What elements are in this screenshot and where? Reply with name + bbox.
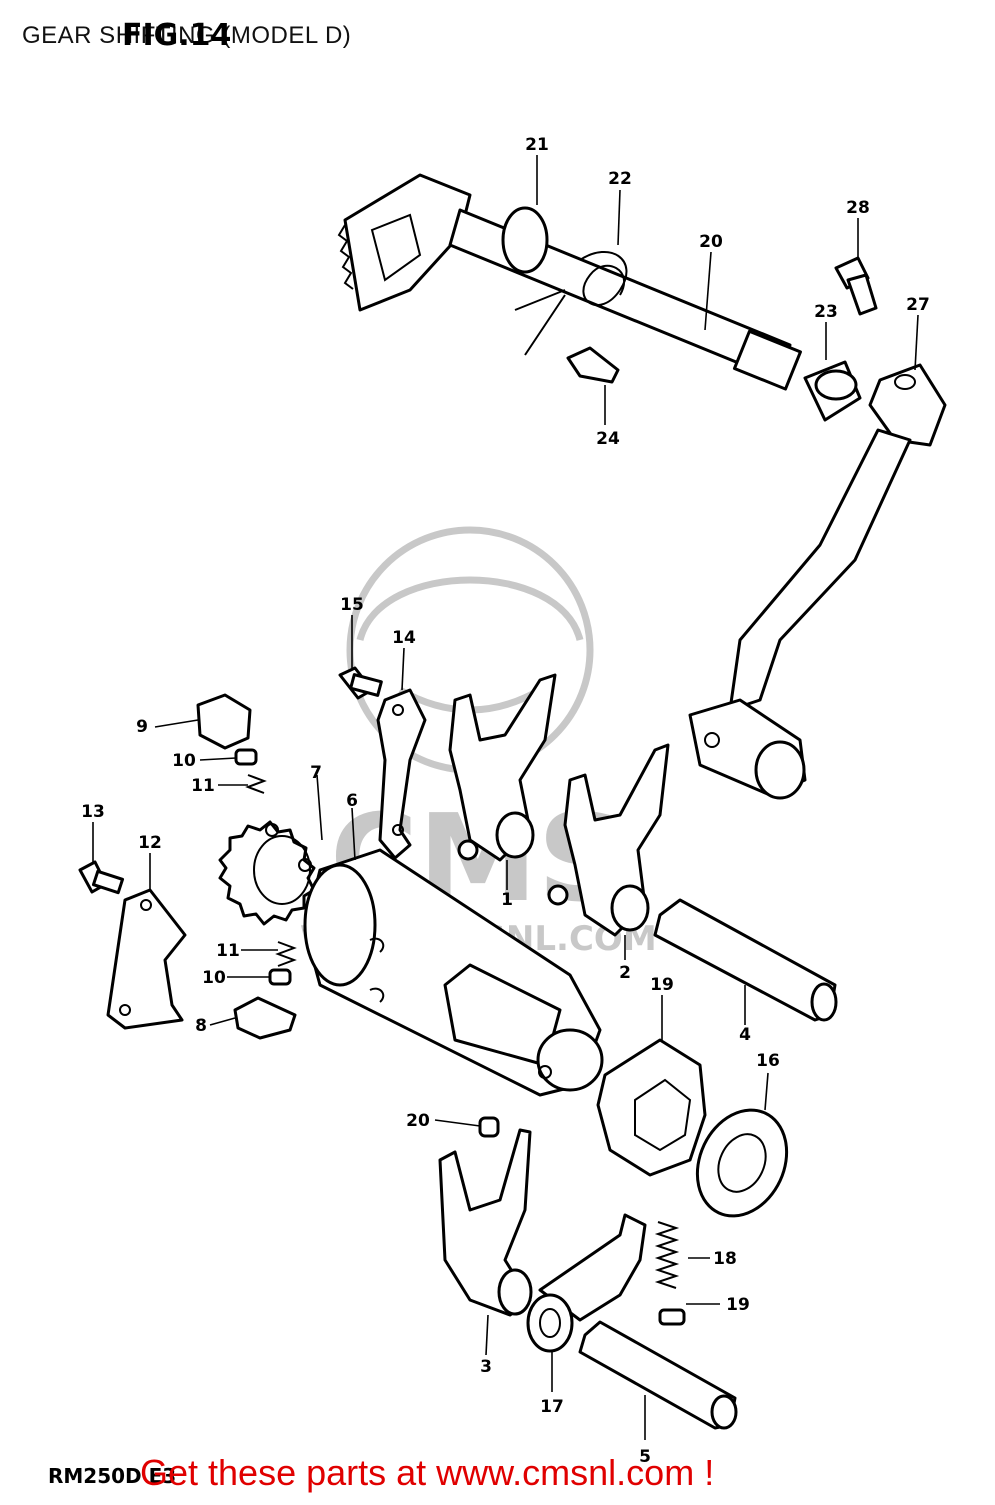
part-15-bolt (338, 666, 383, 700)
callout-labels: 21 22 20 28 23 27 24 15 14 9 10 11 7 6 1… (81, 135, 930, 1467)
callout-15: 15 (340, 595, 364, 615)
part-20-cam-driven-gear (596, 1038, 707, 1177)
callout-3: 3 (480, 1357, 492, 1377)
part-3-shift-fork (438, 1128, 533, 1317)
part-9-cam-guide (196, 693, 252, 750)
part-14-stopper-plate (376, 688, 427, 860)
callout-23: 21 (525, 135, 549, 155)
part-19-screw (658, 1308, 686, 1326)
callout-21: 20 (406, 1111, 430, 1131)
callout-26: 24 (596, 429, 620, 449)
part-26-bolt (566, 346, 620, 384)
callout-27: 27 (906, 295, 930, 315)
part-27-gear-shift-lever (688, 363, 947, 800)
callout-9: 9 (136, 717, 148, 737)
part-16-bearing (695, 1108, 789, 1218)
callout-8: 8 (195, 1016, 207, 1036)
part-2-shift-fork (547, 743, 670, 937)
callout-10-upper: 10 (172, 751, 196, 771)
callout-5: 5 (639, 1447, 651, 1467)
part-5-fork-shaft (578, 1320, 738, 1430)
callout-22: 20 (699, 232, 723, 252)
callout-10-lower: 10 (202, 968, 226, 988)
callout-16: 16 (756, 1051, 780, 1071)
callout-14: 14 (392, 628, 416, 648)
callout-12: 12 (138, 833, 162, 853)
part-18-spring (654, 1221, 680, 1289)
callout-18: 18 (713, 1249, 737, 1269)
part-12-guide-plate (106, 888, 187, 1030)
part-11-lower-spring (275, 941, 297, 967)
callout-24: 22 (608, 169, 632, 189)
callout-7: 7 (310, 763, 322, 783)
callout-25: 23 (814, 302, 838, 322)
part-25-bush (803, 360, 862, 422)
part-28-bolt (834, 256, 878, 316)
callout-17: 17 (540, 1397, 564, 1417)
callout-4: 4 (739, 1025, 751, 1045)
part-17-gearshift-arm (526, 1213, 647, 1353)
part-6-gear-shift-cam (303, 848, 604, 1097)
callout-11-lower: 11 (216, 941, 240, 961)
callout-2: 2 (619, 963, 631, 983)
callout-19: 19 (726, 1295, 750, 1315)
part-13-bolt (78, 860, 125, 895)
figure-number: FIG.14 (122, 18, 232, 53)
callout-leader-lines (92, 155, 919, 1440)
part-8-cam-stopper (233, 996, 297, 1040)
callout-11-upper: 11 (191, 776, 215, 796)
callout-20: 19 (650, 975, 674, 995)
callout-13: 13 (81, 802, 105, 822)
buy-parts-link[interactable]: Get these parts at www.cmsnl.com ! (140, 1452, 715, 1493)
part-4-fork-shaft (653, 898, 838, 1022)
model-code-label: RM250D E3 (48, 1464, 177, 1488)
callout-1: 1 (501, 890, 513, 910)
part-21-pin (478, 1116, 500, 1138)
part-10-lower-pin (268, 968, 292, 986)
part-10-upper-pin (234, 748, 258, 766)
part-11-upper-spring (245, 774, 267, 794)
part-1-shift-fork (448, 673, 557, 862)
gear-shift-shaft-assembly (337, 173, 802, 391)
callout-6: 6 (346, 791, 358, 811)
page-title: GEAR SHIFTING (MODEL D) (22, 22, 352, 49)
callout-28: 28 (846, 198, 870, 218)
part-7-cam-pin-gear (218, 820, 316, 926)
